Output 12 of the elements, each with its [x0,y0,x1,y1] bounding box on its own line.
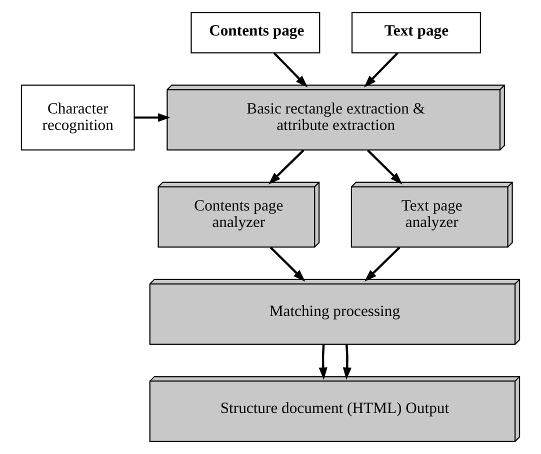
arrow [318,344,328,380]
arrow [268,149,304,184]
node-box: Contents page [190,12,320,54]
node-box: Character recognition [20,84,135,150]
node-box: Text page [351,12,481,54]
arrow [367,149,402,185]
arrow [270,246,306,282]
arrow [364,52,398,88]
arrow [364,246,400,282]
arrow [134,113,170,122]
arrow [342,344,352,380]
arrow [273,52,308,88]
